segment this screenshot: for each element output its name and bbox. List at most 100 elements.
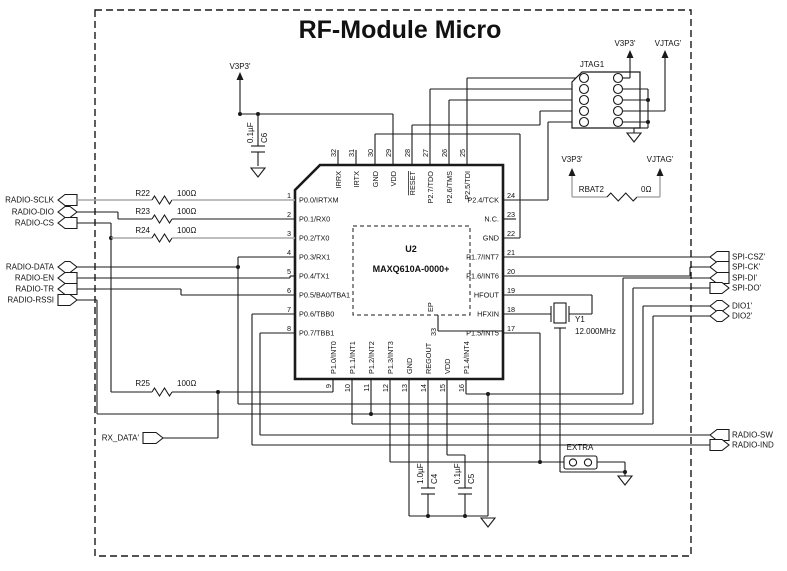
ground-symbol-icon [249,167,267,178]
pin-number: 3 [287,229,291,238]
net-label-vjtag: VJTAG' [655,39,682,48]
pin-number: 5 [287,267,291,276]
pin-name: IRTX [352,171,361,188]
ic-ep-label: EP [426,302,435,312]
ic-ep-pin-number: 33 [429,328,438,336]
resistor-ref: RBAT2 [579,185,605,194]
resistor-ref: R24 [135,226,150,235]
pin-name: P0.2/TX0 [299,234,329,243]
pin-name: N.C. [484,215,499,224]
jtag-pin [612,116,624,128]
port-rx-data [142,431,164,445]
crystal-value: 12.000MHz [575,327,616,336]
port-label: SPI-CK' [732,263,761,272]
ic-body [293,163,505,381]
resistor-r22 [151,194,173,206]
port-label: RADIO-TR [15,285,54,294]
port-radio-tr [57,282,78,296]
jtag-pin [612,105,624,117]
port-label: DIO2' [732,312,753,321]
capacitor-ref: C6 [260,132,269,143]
port-radio-sclk [57,193,78,207]
pin-number: 16 [457,384,466,392]
power-arrow-icon [661,50,669,58]
pin-number: 29 [384,149,393,157]
ic-refdes: U2 [405,244,417,254]
jtag-pin [578,83,590,95]
port-label: RADIO-IND [732,441,774,450]
port-spi-csz [709,250,730,264]
port-label: SPI-DI' [732,274,758,283]
ic-ep-box [352,225,471,316]
ground-symbol-icon [479,517,497,528]
power-arrow-icon [568,168,576,176]
resistor-r24 [151,232,173,244]
pin-name: P2.7/TDO [426,171,435,204]
net-label-v3p3: V3P3' [614,39,636,48]
pin-name: P0.3/RX1 [299,253,330,262]
resistor-r23 [151,213,173,225]
power-arrow-icon [656,168,664,176]
pin-number: 1 [287,191,291,200]
pin-number: 15 [438,384,447,392]
resistor-value: 100Ω [177,226,196,235]
pin-name: RESET [408,170,417,195]
pin-number: 6 [287,286,291,295]
extra-label: EXTRA [567,443,594,452]
resistor-value: 100Ω [177,207,196,216]
pin-name: HFOUT [474,291,500,300]
pin-number: 27 [421,149,430,157]
power-arrow-icon [236,72,244,80]
pin-name: P1.2/INT2 [367,341,376,374]
pin-number: 11 [362,384,371,392]
pin-number: 31 [347,149,356,157]
pin-name: REGOUT [424,342,433,374]
pin-number: 7 [287,305,291,314]
resistor-ref: R25 [135,379,150,388]
crystal-ref: Y1 [575,315,585,324]
pin-number: 12 [381,384,390,392]
pin-name: VDD [443,359,452,374]
net-label-vjtag: VJTAG' [647,155,674,164]
port-label: RADIO-SCLK [5,196,55,205]
jtag-label: JTAG1 [580,60,605,69]
junction-dot [646,120,650,124]
pin-name: P0.0/IRTXM [299,196,339,205]
pin-number: 20 [507,267,515,276]
pin-number: 26 [440,149,449,157]
port-spi-do [709,281,730,295]
pin-number: 22 [507,229,515,238]
pin-name: P1.5/INT5 [466,329,499,338]
resistor-rbat2 [606,192,638,202]
pin-name: GND [371,171,380,187]
port-label: RADIO-SW [732,431,773,440]
pin-number: 23 [507,210,515,219]
pin-number: 32 [329,149,338,157]
pin-name: P0.7/TBB1 [299,329,334,338]
pin-name: P1.7/INT7 [466,253,499,262]
pin-name: HFXIN [477,310,499,319]
jtag-pin [612,94,624,106]
pin-number: 19 [507,286,515,295]
resistor-ref: R22 [135,189,150,198]
port-label: RADIO-RSSI [7,296,54,305]
port-label: RADIO-EN [15,274,54,283]
net-label-v3p3: V3P3' [561,155,583,164]
port-label: RX_DATA' [102,434,140,443]
jtag-pin [578,105,590,117]
pin-name: GND [405,358,414,374]
pin-number: 17 [507,324,515,333]
pin-name: P0.4/TX1 [299,272,329,281]
port-dio1 [709,299,730,313]
capacitor-ref: C5 [467,473,476,484]
port-radio-dio [57,205,78,219]
port-label: RADIO-DIO [12,208,54,217]
pin-name: P0.5/BA0/TBA1 [299,291,350,300]
ground-symbol-icon [616,475,634,486]
port-radio-en [57,271,78,285]
pin-number: 18 [507,305,515,314]
capacitor-value: 0.1µF [246,122,255,143]
page-title: RF-Module Micro [299,16,502,44]
